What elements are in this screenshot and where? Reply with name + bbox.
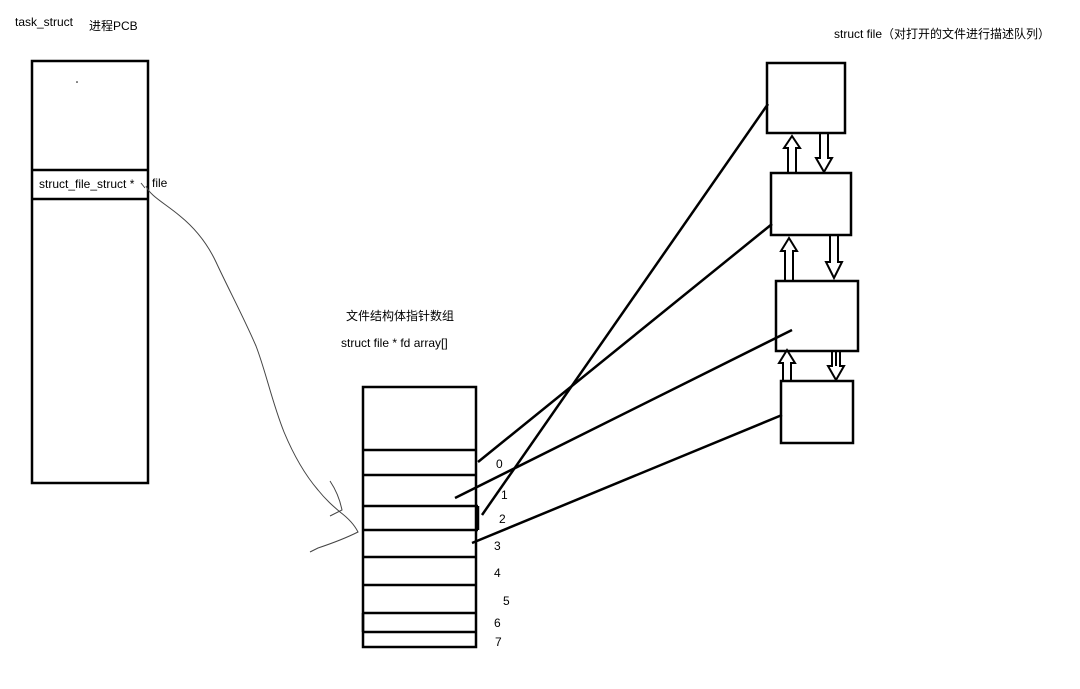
fd-0-pointer <box>477 223 773 463</box>
file-field-suffix: file <box>152 176 168 190</box>
arrow-up-0 <box>782 134 802 173</box>
task-struct-title: task_struct <box>15 15 74 29</box>
fd-2-pointer <box>480 103 770 516</box>
fd-array-title-cn: 文件结构体指针数组 <box>346 309 455 323</box>
fd-array-box <box>361 385 478 649</box>
pointer-curve <box>140 182 359 553</box>
arrow-up-1 <box>779 236 799 281</box>
fd-index-0: 0 <box>496 457 503 471</box>
pointer-curve-tail <box>329 480 343 517</box>
arrow-down-1 <box>824 236 844 281</box>
pcb-label: 进程PCB <box>89 19 138 33</box>
file-node-1 <box>769 171 853 237</box>
fd-index-1: 1 <box>501 488 508 502</box>
file-node-0 <box>765 61 847 135</box>
arrow-down-2 <box>826 352 846 383</box>
arrow-down-0 <box>814 134 834 175</box>
fd-index-7: 7 <box>495 635 502 649</box>
file-struct-field-label: struct_file_struct * <box>39 177 135 191</box>
fd-index-4: 4 <box>494 566 501 580</box>
file-node-3 <box>779 379 855 445</box>
fd-1-pointer <box>454 328 793 500</box>
fd-index-5: 5 <box>503 594 510 608</box>
fd-index-2: 2 <box>499 512 506 526</box>
task-struct-box <box>30 59 150 485</box>
fd-index-3: 3 <box>494 539 501 553</box>
arrow-up-2 <box>777 348 797 381</box>
stray-dot <box>76 81 78 83</box>
fd-array-title-code: struct file * fd array[] <box>341 336 448 350</box>
fd-index-6: 6 <box>494 616 501 630</box>
file-node-2 <box>774 279 860 353</box>
fd-3-pointer <box>471 413 783 545</box>
file-list-title: struct file（对打开的文件进行描述队列） <box>834 27 1051 41</box>
